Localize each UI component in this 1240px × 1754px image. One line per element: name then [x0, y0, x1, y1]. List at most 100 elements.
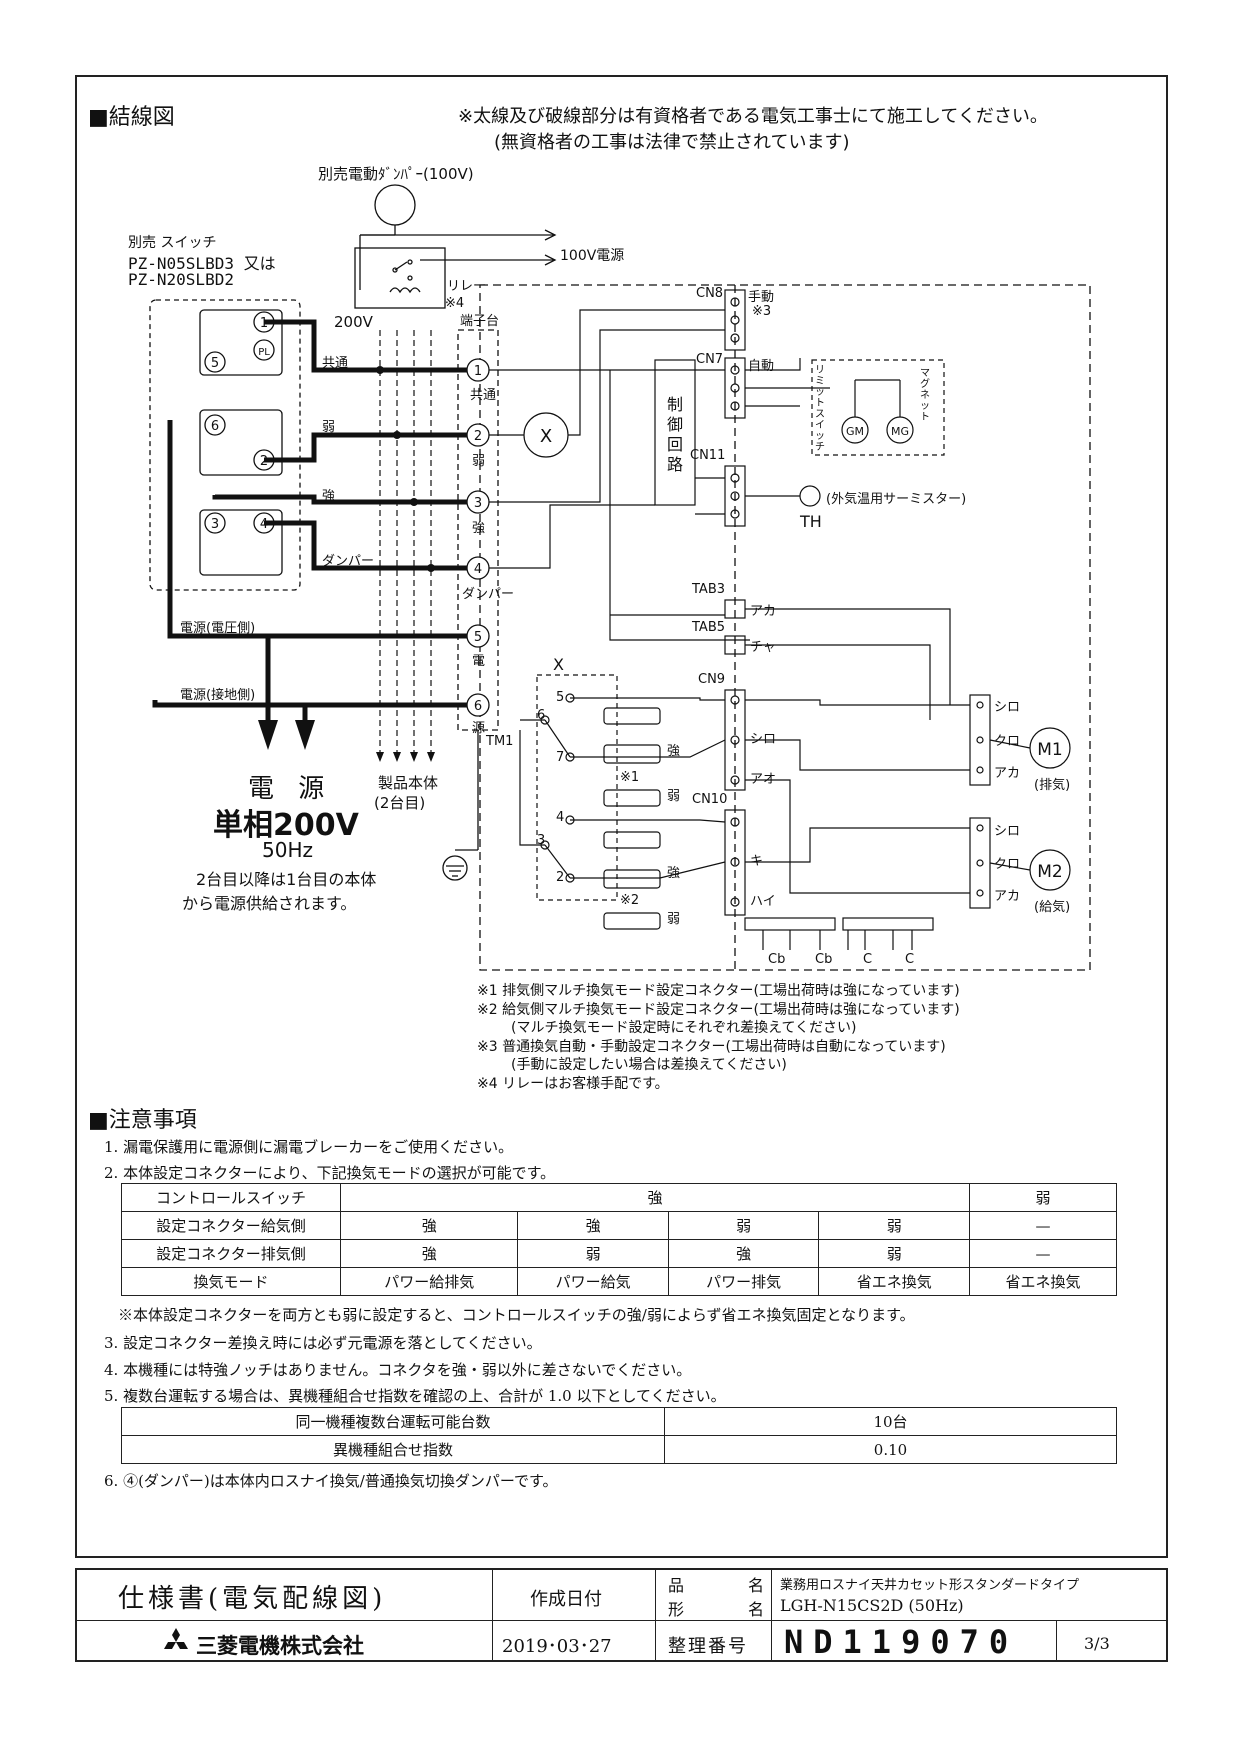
footnotes: ※1 排気側マルチ換気モード設定コネクター(工場出荷時は強になっています) ※2… — [477, 982, 960, 1093]
terminal-3: 3 — [474, 496, 482, 511]
title-block-vline-2 — [655, 1568, 656, 1662]
switch-num-5: 5 — [211, 356, 219, 371]
table-cell: パワー給排気 — [339, 1267, 519, 1296]
th-label: TH — [800, 512, 822, 531]
gm-label: GM — [846, 425, 864, 438]
switch-label-1: 別売 スイッチ — [128, 235, 217, 251]
limit-switch-label: リミットスイッチ — [815, 365, 825, 453]
table-cell: 強 — [339, 1239, 519, 1268]
table-row: 同一機種複数台運転可能台数 10台 — [121, 1407, 1117, 1436]
terminal-6: 6 — [474, 699, 482, 714]
sheet-border — [75, 75, 1168, 1558]
damper-label: 別売電動ﾀﾞﾝﾊﾟｰ(100V) — [318, 165, 474, 183]
weak-2: 弱 — [667, 912, 681, 927]
power-hz: 50Hz — [262, 838, 313, 862]
cn11-label: CN11 — [690, 448, 726, 463]
power-note-2: から電源供給されます。 — [182, 894, 357, 913]
cap-cb-2: Cb — [815, 952, 833, 967]
relay-note: ※4 — [445, 296, 465, 311]
relay-x-label: X — [540, 426, 552, 447]
line-weak-label: 弱 — [322, 420, 336, 435]
notice-line-2: (無資格者の工事は法律で禁止されています) — [494, 132, 850, 153]
m1-aka: アカ — [994, 766, 1021, 781]
table-cell: 換気モード — [121, 1267, 341, 1296]
switch-outline — [149, 299, 301, 591]
unit-outline — [479, 284, 1091, 971]
m2-kuro: クロ — [994, 857, 1021, 872]
strong-2: 強 — [667, 866, 681, 881]
m1-sub: (排気) — [1034, 778, 1071, 793]
wire-ki: キ — [750, 854, 764, 869]
table-cell: 省エネ換気 — [818, 1267, 970, 1296]
cn10-label: CN10 — [692, 792, 728, 807]
note1-mark: ※1 — [620, 770, 640, 785]
terminal-2-label: 弱 — [472, 454, 486, 469]
terminal-block-label: 端子台 — [460, 314, 500, 329]
note-item-2: 2. 本体設定コネクターにより、下記換気モードの選択が可能です。 — [104, 1164, 556, 1182]
footnote-1: ※1 排気側マルチ換気モード設定コネクター(工場出荷時は強になっています) — [477, 983, 960, 999]
title-block-divider — [75, 1620, 1168, 1621]
weak-1: 弱 — [667, 789, 681, 804]
cn8-manual: 手動 — [748, 290, 775, 305]
x-contact-3: 3 — [537, 833, 546, 848]
x-contact-2: 2 — [556, 870, 565, 885]
product-label-1: 製品本体 — [378, 774, 439, 792]
terminal-4-label: ダンパー — [462, 587, 515, 602]
cap-c-2: C — [905, 952, 915, 967]
table-cell: 弱 — [818, 1239, 970, 1268]
cn7-auto: 自動 — [748, 359, 775, 374]
power-arrow-1 — [258, 720, 278, 750]
doc-number: ND119070 — [784, 1623, 1019, 1661]
control-circuit-box — [654, 359, 696, 506]
ground-icon — [442, 855, 468, 881]
table-row: コントロールスイッチ 強 弱 — [121, 1183, 1117, 1212]
table-cell: 0.10 — [664, 1435, 1117, 1464]
table-cell: 弱 — [667, 1211, 820, 1240]
table-cell: 異機種組合せ指数 — [121, 1435, 665, 1464]
terminal-1: 1 — [474, 364, 482, 379]
table-cell: 強 — [517, 1211, 669, 1240]
power-arrow-2 — [295, 720, 315, 750]
table-cell: — — [969, 1211, 1117, 1240]
table-cell: 同一機種複数台運転可能台数 — [121, 1407, 665, 1436]
line-power-g-label: 電源(接地側) — [180, 688, 256, 703]
table-cell: 設定コネクター排気側 — [121, 1239, 341, 1268]
product-name: 業務用ロスナイ天井カセット形スタンダードタイプ — [780, 1578, 1080, 1593]
table-header-strong: 強 — [340, 1183, 970, 1212]
line-power-v-label: 電源(電圧側) — [180, 621, 256, 636]
line-strong-label: 強 — [322, 489, 336, 504]
thermistor-icon — [799, 485, 821, 507]
multi-unit-table: 同一機種複数台運転可能台数 10台 異機種組合せ指数 0.10 — [121, 1407, 1117, 1464]
table-cell: 10台 — [664, 1407, 1117, 1436]
x-contact-4: 4 — [556, 810, 565, 825]
tab3-label: TAB3 — [692, 582, 726, 597]
mei2-label: 名 — [748, 1600, 765, 1619]
tab3-color: アカ — [750, 604, 777, 619]
power-phase: 単相200V — [213, 808, 359, 843]
note-item-6: 6. ④(ダンパー)は本体内ロスナイ換気/普通換気切換ダンパーです。 — [104, 1472, 558, 1490]
table-cell: 弱 — [818, 1211, 970, 1240]
mode-table: コントロールスイッチ 強 弱 設定コネクター給気側 強 強 弱 弱 — 設定コネ… — [121, 1183, 1117, 1296]
switch-label-3: PZ-N20SLBD2 — [128, 270, 234, 289]
wire-hai: ハイ — [750, 894, 776, 909]
m2-shiro: シロ — [994, 824, 1021, 839]
notice-line-1: ※太線及び破線部分は有資格者である電気工事士にて施工してください。 — [458, 106, 1048, 127]
switch-num-1: 1 — [260, 316, 268, 331]
wire-shiro-cn9: シロ — [750, 732, 777, 747]
footnote-2: ※2 給気側マルチ換気モード設定コネクター(工場出荷時は強になっています) — [477, 1001, 960, 1018]
product-label-2: (2台目) — [374, 794, 426, 812]
x-contacts-label: X — [553, 655, 564, 674]
cn9-label: CN9 — [698, 672, 726, 687]
x-contact-7: 7 — [556, 750, 565, 765]
page-number: 3/3 — [1084, 1634, 1110, 1653]
m2-aka: アカ — [994, 889, 1021, 904]
terminal-5-label: 電 — [472, 654, 486, 669]
hin-label: 品 — [668, 1576, 685, 1595]
table-note: ※本体設定コネクターを両方とも弱に設定すると、コントロールスイッチの強/弱によら… — [118, 1306, 915, 1324]
damper-motor-icon — [374, 184, 416, 226]
relay-box — [354, 247, 446, 309]
title-block-vline-1 — [492, 1568, 493, 1662]
m1-label: M1 — [1037, 740, 1062, 760]
v100-label: 100V電源 — [560, 248, 625, 264]
switch-num-4: 4 — [260, 517, 268, 532]
